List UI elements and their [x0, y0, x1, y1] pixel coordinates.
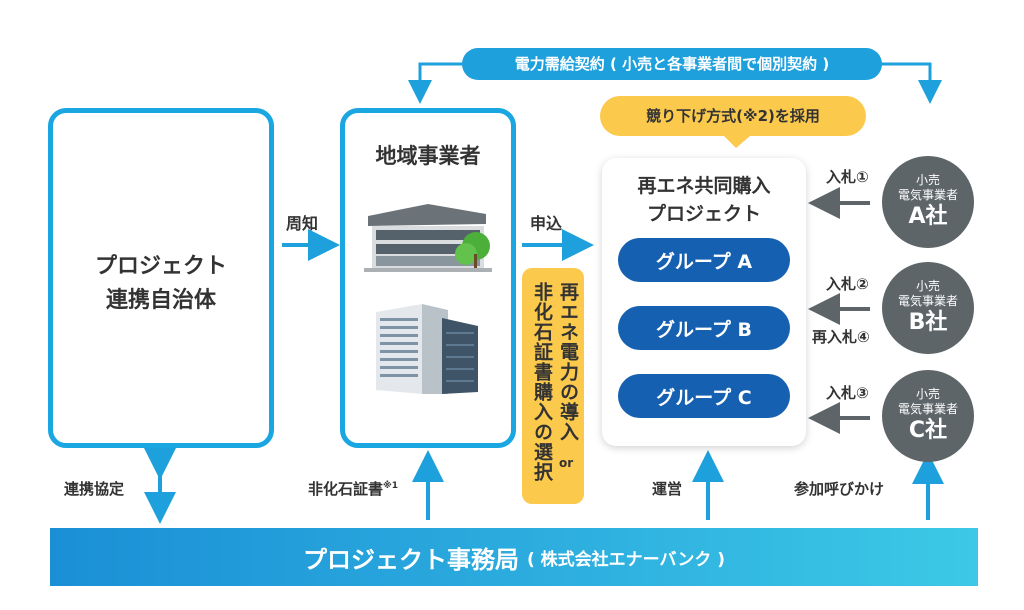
bidder-a-name: A社: [908, 204, 948, 229]
group-c-button[interactable]: グループ C: [618, 374, 790, 418]
secretariat-title: プロジェクト事務局: [302, 545, 519, 574]
bid-label-b: 入札②: [826, 275, 869, 293]
call-participation-label: 参加呼びかけ: [794, 480, 885, 498]
municipality-label: プロジェクト 連携自治体: [94, 254, 227, 313]
contract-label: 電力需給契約 ( 小売と各事業者間で個別契約 ): [462, 48, 882, 80]
choice-text-col1: 再エネ電力の導入: [557, 282, 579, 442]
notify-label: 周知: [286, 214, 319, 233]
reverse-auction-callout: 競り下げ方式(※2)を採用: [600, 96, 866, 148]
group-a-button[interactable]: グループ A: [618, 238, 790, 282]
bid-label-a: 入札①: [826, 168, 869, 186]
joint-purchase-title: 再エネ共同購入 プロジェクト: [637, 175, 771, 225]
bidder-a-line2: 電気事業者: [897, 188, 958, 202]
secretariat-bar: プロジェクト事務局 ( 株式会社エナーバンク ): [50, 528, 978, 586]
municipality-box: [48, 108, 274, 448]
apply-label: 申込: [530, 214, 563, 233]
bidder-b: 小売 電気事業者 B社: [882, 262, 974, 354]
certificate-label: 非化石証書※1: [308, 478, 398, 499]
office-building-icon: [364, 204, 492, 272]
bidder-c-name: C社: [908, 418, 948, 443]
bidder-b-line2: 電気事業者: [897, 294, 958, 308]
local-business-label: 地域事業者: [375, 144, 481, 168]
bidder-c-line2: 電気事業者: [897, 402, 958, 416]
bidder-b-line1: 小売: [915, 279, 940, 293]
cooperation-label: 連携協定: [64, 480, 125, 498]
certificate-text: 非化石証書: [308, 480, 384, 498]
reverse-auction-text: 競り下げ方式(※2)を採用: [646, 107, 820, 125]
choice-text-col2: 非化石証書購入の選択: [531, 282, 553, 482]
callout-shape: [600, 96, 866, 148]
bid-label-c: 入札③: [826, 384, 869, 402]
group-b-button[interactable]: グループ B: [618, 306, 790, 350]
bidder-a: 小売 電気事業者 A社: [882, 156, 974, 248]
operation-label: 運営: [652, 480, 683, 498]
bidder-c: 小売 電気事業者 C社: [882, 370, 974, 462]
bidder-b-name: B社: [908, 310, 948, 335]
secretariat-subtitle: ( 株式会社エナーバンク ): [526, 549, 726, 570]
choice-box: [522, 268, 584, 504]
choice-or: or: [559, 456, 574, 470]
bidder-a-line1: 小売: [915, 173, 940, 187]
certificate-note: ※1: [383, 481, 399, 491]
highrise-building-icon: [376, 304, 478, 394]
bidder-c-line1: 小売: [915, 387, 940, 401]
rebid-label: 再入札④: [812, 328, 870, 346]
